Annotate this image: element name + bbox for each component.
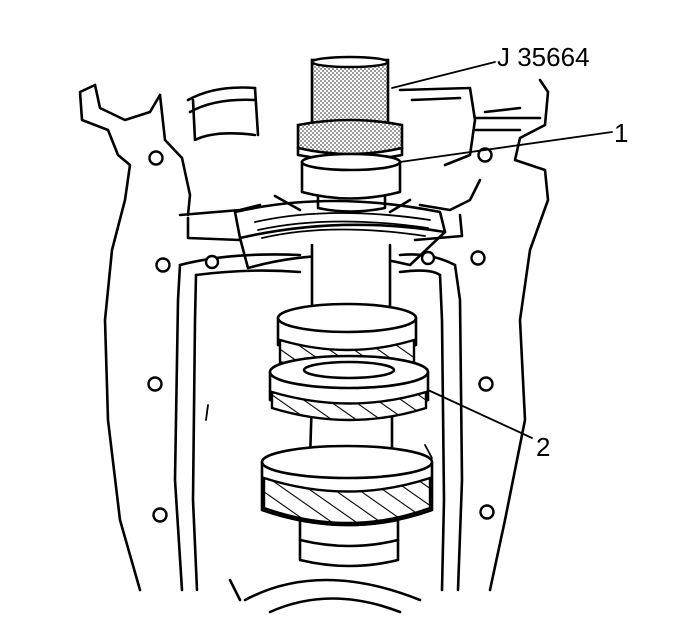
gear-2 xyxy=(268,354,430,422)
installer-tool xyxy=(296,55,404,213)
gear-lower xyxy=(260,444,434,527)
part-2-callout-label: 2 xyxy=(536,432,550,462)
callout-leaders xyxy=(391,61,613,439)
tool-callout-label: J 35664 xyxy=(497,42,590,72)
part-1-callout-label: 1 xyxy=(614,118,628,148)
bearing-support-plate xyxy=(233,194,447,270)
shaft xyxy=(298,243,400,568)
